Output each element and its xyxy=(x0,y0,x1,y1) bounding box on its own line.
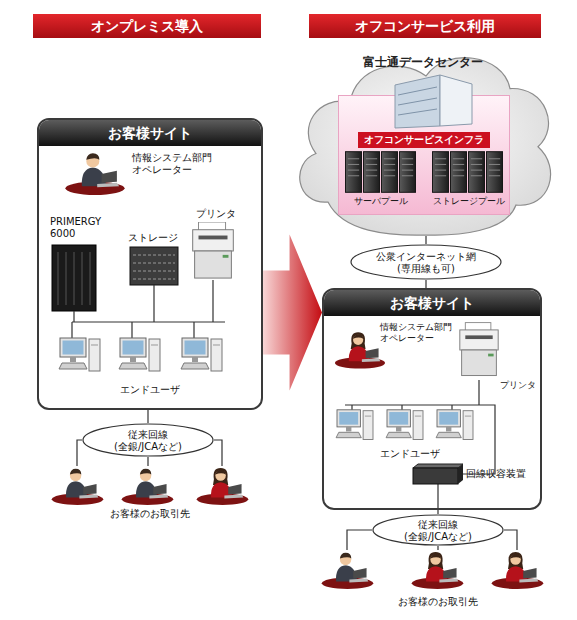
partner-figure xyxy=(492,552,543,589)
datacenter-cloud: 富士通データセンターオフコンサービスインフラ xyxy=(288,42,558,236)
section-banner: オンプレミス導入 xyxy=(33,14,261,38)
device-label: 回線収容装置 xyxy=(466,468,540,480)
partner-figure xyxy=(197,468,248,505)
pool-label: サーバプール xyxy=(341,196,421,207)
connector-line xyxy=(437,510,438,514)
partner-figure xyxy=(122,469,173,505)
group-label: エンドユーザ xyxy=(100,384,200,396)
role-label: 情報システム部門 オペレーター xyxy=(132,152,216,176)
network-ellipse: 従来回線 (全銀/JCAなど) xyxy=(82,423,214,457)
section-banner-text: オフコンサービス利用 xyxy=(309,14,541,38)
site-box-text: お客様サイト xyxy=(324,290,540,316)
section-banner: オフコンサービス利用 xyxy=(309,14,541,38)
device-label: プリンタ xyxy=(196,208,256,220)
network-ellipse: 公衆インターネット網 (専用線も可) xyxy=(350,244,502,280)
network-ellipse-text: 従来回線 (全銀/JCAなど) xyxy=(398,519,478,542)
network-ellipse: 従来回線 (全銀/JCAなど) xyxy=(372,514,504,546)
partner-figure xyxy=(52,469,103,505)
ellipse-shape xyxy=(83,424,213,456)
infra-box-text: オフコンサービスインフラ xyxy=(358,132,490,148)
site-box-text: お客様サイト xyxy=(39,120,261,146)
connector-line xyxy=(147,410,148,423)
group-label: お客様のお取引先 xyxy=(90,508,210,520)
datacenter-cloud-text: 富士通データセンター xyxy=(288,54,558,71)
network-ellipse-text: 従来回線 (全銀/JCAなど) xyxy=(108,429,188,452)
partner-figure xyxy=(412,552,463,589)
pool-label: ストレージプール xyxy=(425,196,513,207)
ellipse-shape xyxy=(373,515,503,545)
partner-figure xyxy=(322,553,373,589)
cloud-shape xyxy=(300,58,551,235)
group-label: エンドユーザ xyxy=(360,448,460,460)
connector-line xyxy=(425,280,426,288)
transition-arrow xyxy=(263,234,322,390)
section-banner-text: オンプレミス導入 xyxy=(33,14,261,38)
device-label: プリンタ xyxy=(500,380,542,391)
group-label: お客様のお取引先 xyxy=(378,596,498,608)
ellipse-shape xyxy=(351,245,501,279)
role-label: 情報システム部門 オペレーター xyxy=(380,322,456,344)
device-label: ストレージ xyxy=(128,232,198,244)
connector-line xyxy=(425,236,426,244)
network-ellipse-text: 公衆インターネット網 (専用線も可) xyxy=(370,251,482,274)
device-label: PRIMERGY 6000 xyxy=(50,216,112,240)
